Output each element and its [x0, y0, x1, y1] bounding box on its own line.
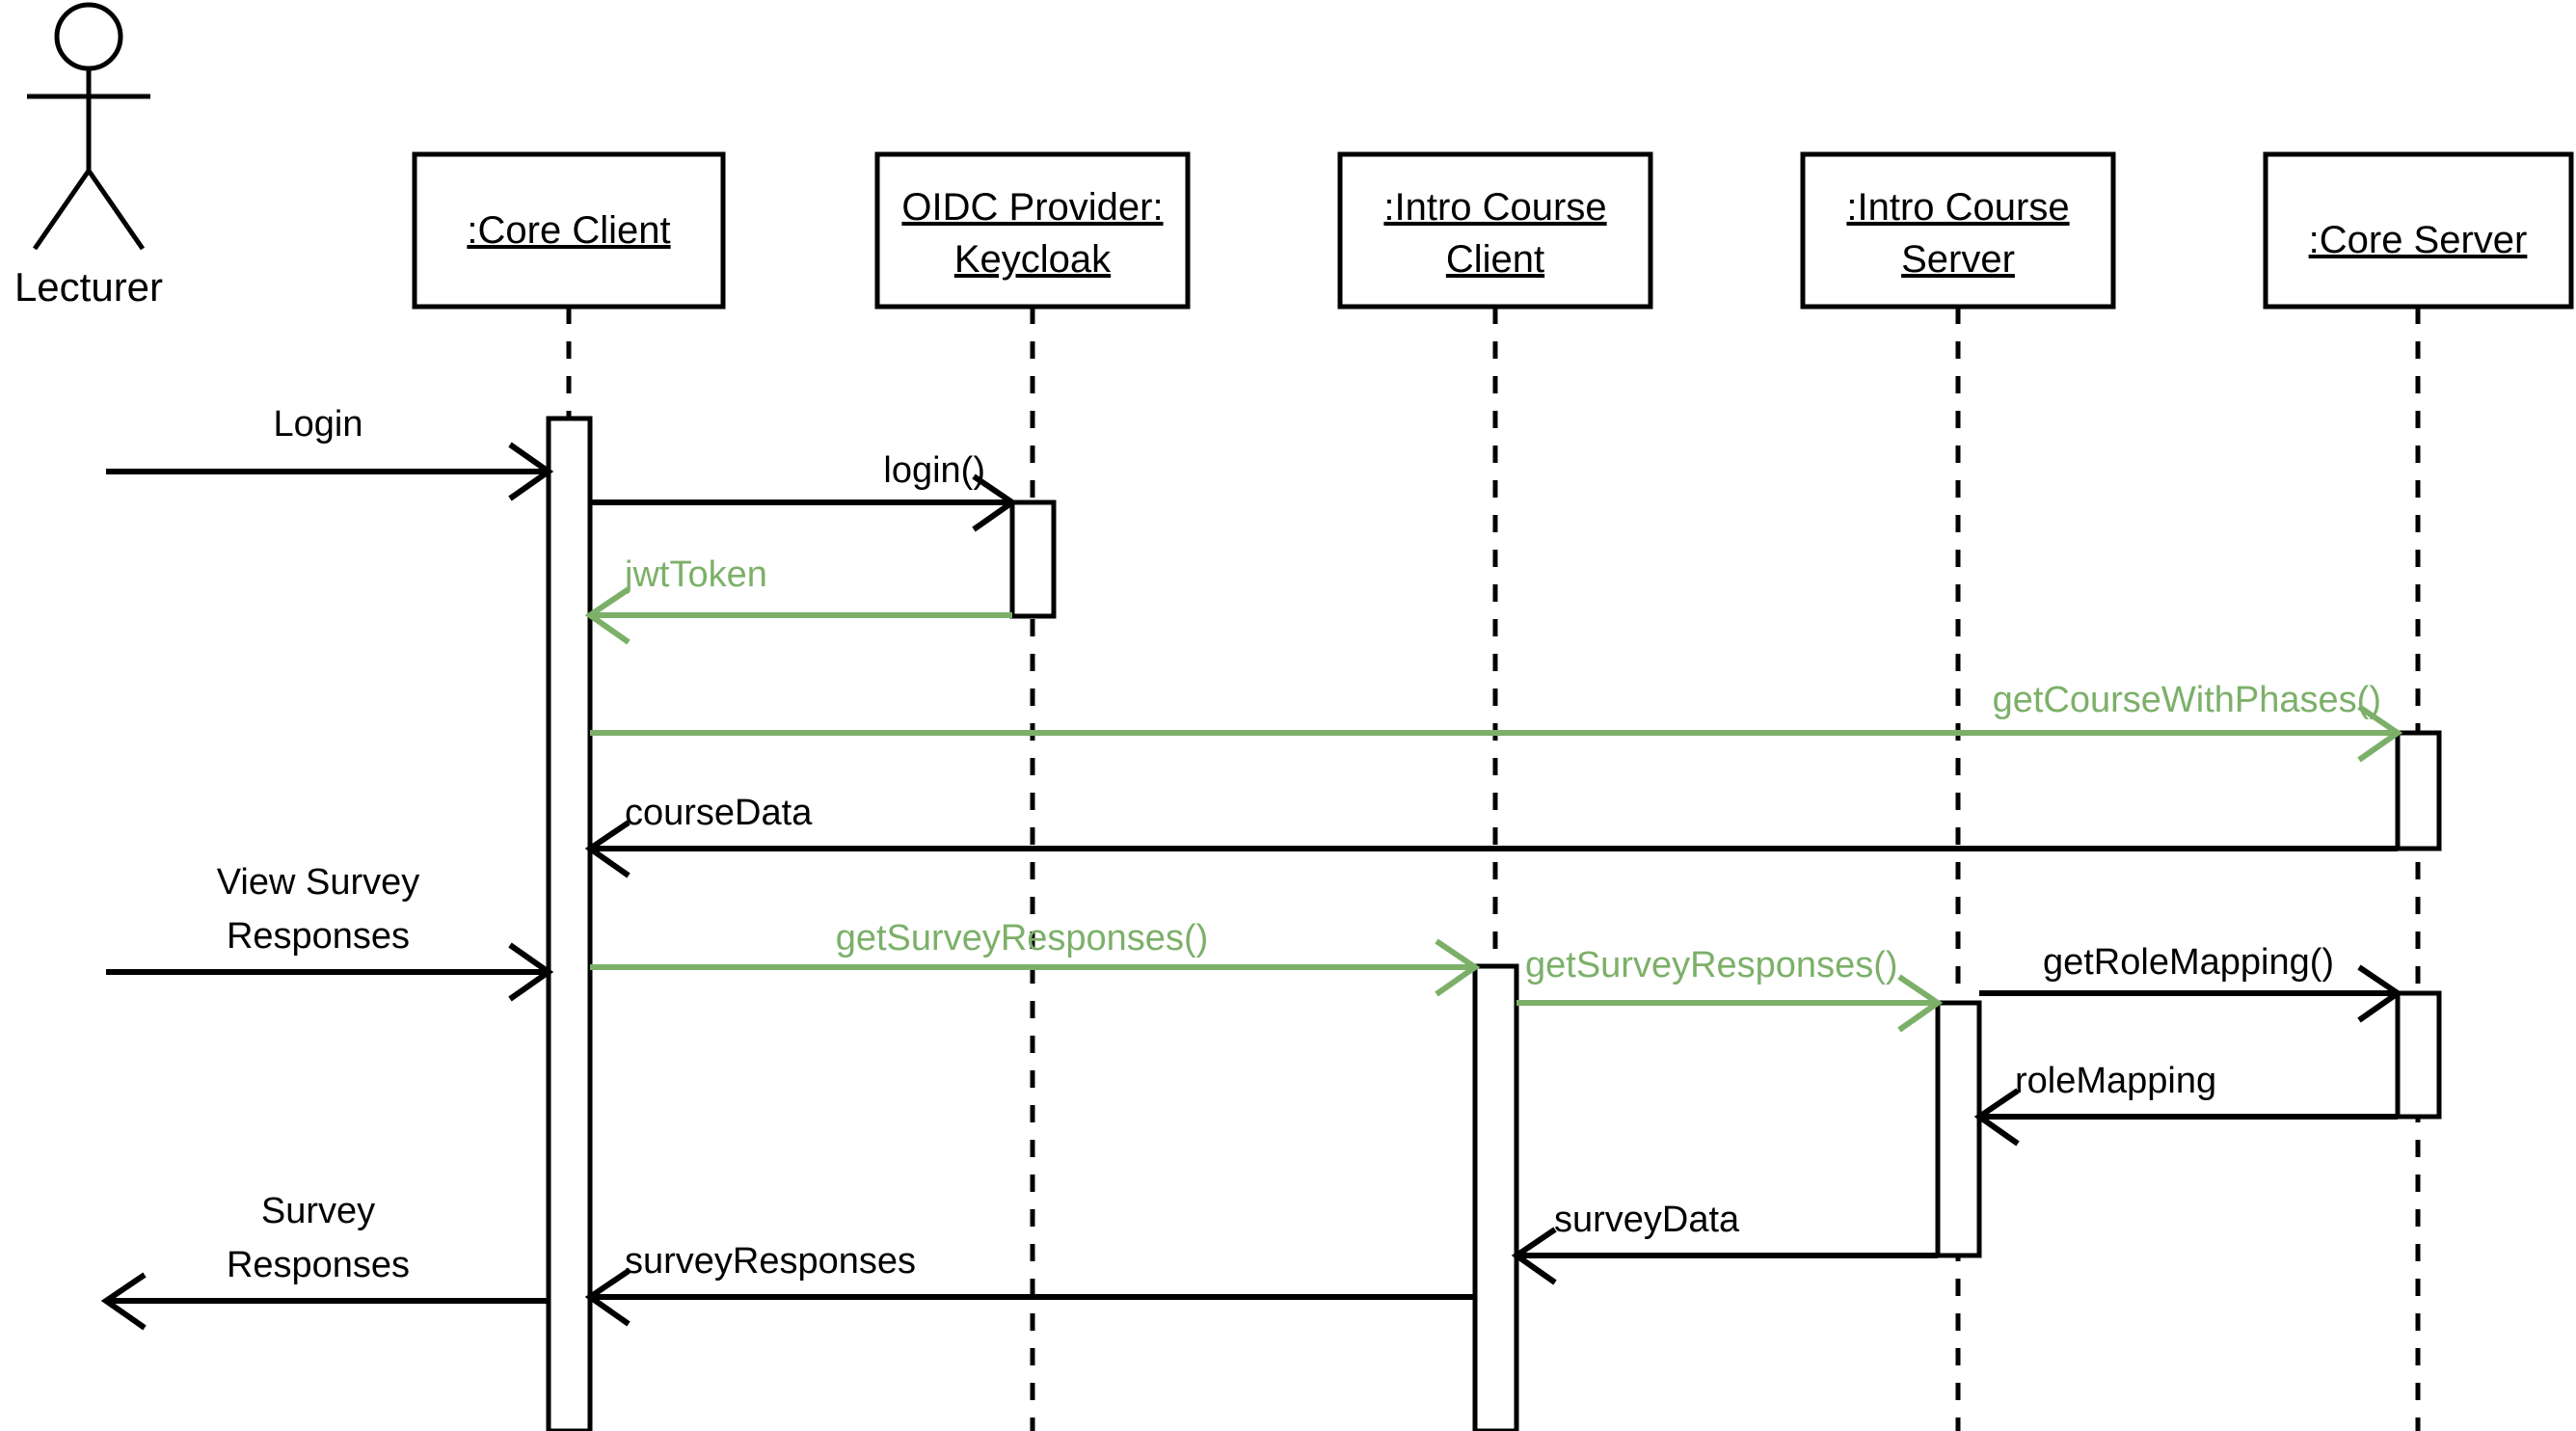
message-get-course-with-phases[interactable]: getCourseWithPhases(): [590, 680, 2403, 763]
message-label-login-call: login(): [883, 450, 985, 491]
message-label-login: Login: [274, 404, 363, 445]
actor-leg-left-icon: [32, 169, 92, 251]
message-arrowhead-jwt-token: [584, 586, 631, 645]
lifeline-label-intro-course-client-line1: :Intro Course: [1383, 186, 1606, 229]
message-survey-responses-actor[interactable]: Survey Responses: [100, 1191, 549, 1331]
activation-intro-course-server: [1935, 1000, 1982, 1258]
lifeline-intro-course-client[interactable]: :Intro Course Client: [1337, 151, 1653, 1431]
message-arrowhead-get-role-mapping: [2357, 964, 2403, 1023]
activation-core-client: [546, 416, 593, 1431]
lifeline-label-core-server: :Core Server: [2309, 219, 2528, 261]
activation-keycloak: [1009, 500, 1057, 619]
message-label-get-survey-responses-server: getSurveyResponses(): [1525, 945, 1898, 986]
message-label-view-survey-responses-line1: View Survey: [217, 862, 420, 903]
lifeline-intro-course-server[interactable]: :Intro Course Server: [1800, 151, 2116, 1431]
message-arrowhead-get-survey-responses-server: [1897, 974, 1944, 1033]
message-arrowhead-course-data: [584, 820, 631, 878]
message-arrowhead-login: [508, 442, 554, 501]
actor-label: Lecturer: [14, 264, 163, 310]
lifeline-label-intro-course-server-line2: Server: [1901, 238, 2015, 281]
message-arrowhead-survey-responses: [584, 1268, 631, 1327]
lifeline-box-keycloak[interactable]: [874, 151, 1191, 310]
message-label-get-survey-responses-client: getSurveyResponses(): [836, 918, 1209, 958]
lifeline-label-intro-course-server-line1: :Intro Course: [1846, 186, 2069, 229]
message-arrowhead-role-mapping: [1973, 1088, 2020, 1147]
lifeline-box-intro-course-client[interactable]: [1337, 151, 1653, 310]
message-label-get-course-with-phases: getCourseWithPhases(): [1993, 680, 2381, 720]
lifeline-box-core-client[interactable]: [412, 151, 726, 310]
message-role-mapping[interactable]: roleMapping: [1973, 1061, 2398, 1147]
lifeline-label-keycloak-line1: OIDC Provider:: [901, 186, 1163, 229]
actor-leg-right-icon: [86, 169, 146, 251]
lifeline-keycloak[interactable]: OIDC Provider: Keycloak: [874, 151, 1191, 1431]
message-get-survey-responses-server[interactable]: getSurveyResponses(): [1516, 945, 1944, 1033]
lifeline-label-keycloak-line2: Keycloak: [954, 238, 1112, 281]
message-label-course-data: courseData: [625, 793, 813, 833]
message-label-get-role-mapping: getRoleMapping(): [2043, 942, 2334, 983]
message-label-role-mapping: roleMapping: [2015, 1061, 2216, 1101]
activation-core-server-1: [2395, 730, 2442, 851]
message-get-survey-responses-client[interactable]: getSurveyResponses(): [590, 918, 1481, 997]
message-arrowhead-get-course-with-phases: [2357, 704, 2403, 763]
actor-lecturer[interactable]: Lecturer: [14, 2, 163, 318]
message-arrowhead-survey-responses-actor: [100, 1272, 147, 1331]
message-survey-data[interactable]: surveyData: [1511, 1200, 1938, 1285]
message-arrowhead-view-survey-responses: [508, 942, 554, 1002]
message-get-role-mapping[interactable]: getRoleMapping(): [1979, 942, 2403, 1023]
message-arrowhead-survey-data: [1511, 1227, 1557, 1285]
lifeline-box-intro-course-server[interactable]: [1800, 151, 2116, 310]
message-login[interactable]: Login: [106, 404, 554, 501]
message-label-survey-responses-actor-line1: Survey: [261, 1191, 375, 1231]
activation-core-server-2: [2395, 990, 2442, 1120]
message-label-view-survey-responses-line2: Responses: [227, 916, 410, 957]
message-arrowhead-login-call: [972, 473, 1018, 532]
message-label-survey-responses: surveyResponses: [625, 1241, 916, 1282]
message-login-call[interactable]: login(): [590, 450, 1018, 532]
message-arrowhead-get-survey-responses-client: [1435, 938, 1481, 997]
message-label-survey-responses-actor-line2: Responses: [227, 1245, 410, 1285]
message-survey-responses[interactable]: surveyResponses: [584, 1241, 1475, 1327]
message-label-survey-data: surveyData: [1554, 1200, 1740, 1240]
lifeline-core-server[interactable]: :Core Server: [2263, 151, 2574, 1431]
lifeline-label-intro-course-client-line2: Client: [1446, 238, 1544, 281]
lifeline-label-core-client: :Core Client: [467, 209, 670, 252]
actor-head-icon: [54, 2, 123, 71]
message-course-data[interactable]: courseData: [584, 793, 2398, 878]
message-jwt-token[interactable]: jwtToken: [584, 554, 1012, 645]
message-view-survey-responses[interactable]: View Survey Responses: [106, 862, 554, 1002]
lifeline-box-core-server[interactable]: [2263, 151, 2574, 310]
message-label-jwt-token: jwtToken: [624, 554, 767, 595]
activation-intro-course-client: [1472, 963, 1519, 1431]
